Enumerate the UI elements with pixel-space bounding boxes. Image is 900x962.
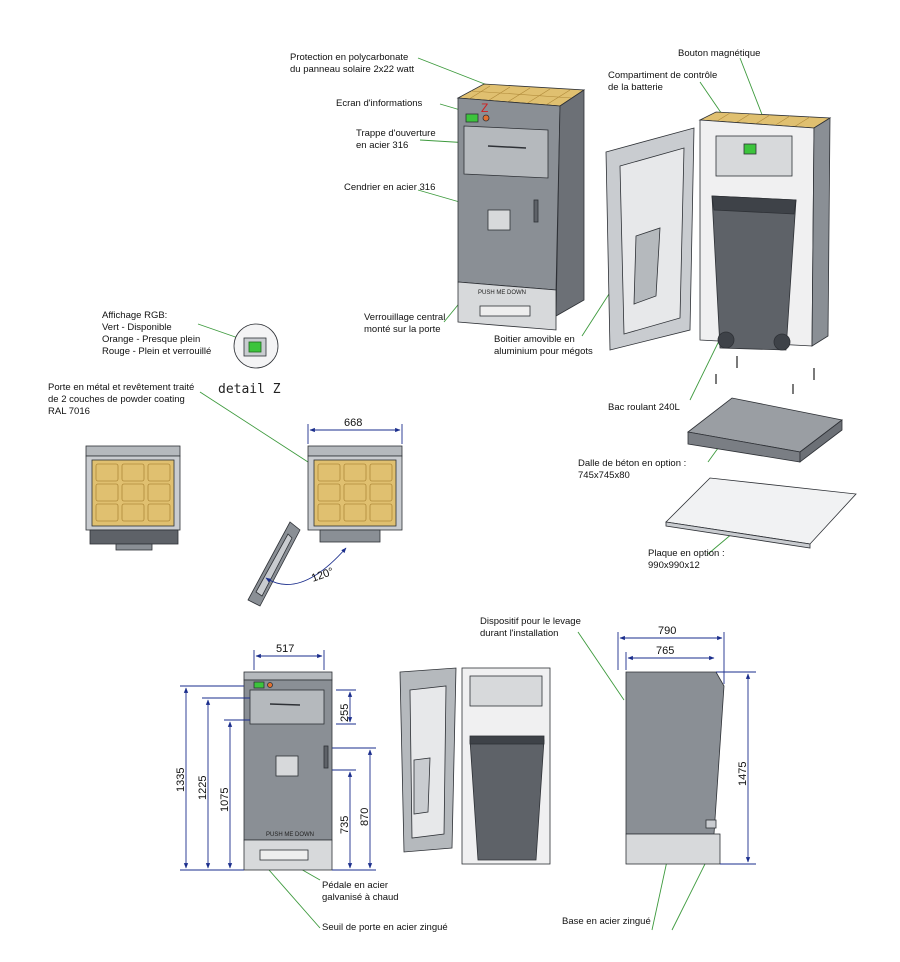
dim-side-w2-label: 765 <box>656 645 674 657</box>
label-dispositif-line: Dispositif pour le levage <box>480 616 581 627</box>
label-cendrier-line: Cendrier en acier 316 <box>344 182 436 193</box>
solar-cell <box>95 503 119 522</box>
solar-cell <box>369 483 393 502</box>
label-pedale-line: galvanisé à chaud <box>322 892 399 903</box>
label-affichage-line: Affichage RGB: <box>102 310 168 321</box>
solar-cell <box>95 463 119 482</box>
label-boitier-line: aluminium pour mégots <box>494 346 593 357</box>
solar-cell <box>147 483 171 502</box>
front-view <box>243 671 333 871</box>
label-bouton: Bouton magnétique <box>678 48 760 60</box>
label-affichage-line: Rouge - Plein et verrouillé <box>102 346 212 357</box>
label-cendrier: Cendrier en acier 316 <box>344 182 435 194</box>
solar-cell <box>317 503 341 522</box>
dim-front-h5-label: 870 <box>359 808 371 826</box>
label-protection-line: du panneau solaire 2x22 watt <box>290 64 415 75</box>
label-compartiment-line: de la batterie <box>608 82 663 93</box>
label-ecran-line: Ecran d'informations <box>336 98 423 109</box>
solar-cell <box>343 483 367 502</box>
solar-cell <box>369 463 393 482</box>
label-porte-line: Porte en métal et revêtement traité <box>48 382 195 393</box>
label-compartiment-line: Compartiment de contrôle <box>608 70 718 81</box>
label-protection-line: Protection en polycarbonate <box>290 52 409 63</box>
dim-front-h1-label: 1335 <box>175 768 187 792</box>
open-angle-label: 120° <box>310 566 335 585</box>
label-affichage-line: Vert - Disponible <box>102 322 172 333</box>
label-dalle: Dalle de béton en option :745x745x80 <box>578 458 686 482</box>
dim-front-width-label: 517 <box>276 643 294 655</box>
solar-cell <box>317 483 341 502</box>
unit-open-3d <box>605 111 832 351</box>
dim-top-width-label: 668 <box>344 417 362 429</box>
solar-grid-closed <box>95 463 171 522</box>
label-dalle-line: Dalle de béton en option : <box>578 458 687 469</box>
label-trappe-line: en acier 316 <box>356 140 409 151</box>
label-bouton-line: Bouton magnétique <box>678 48 761 59</box>
label-porte-line: RAL 7016 <box>48 406 90 417</box>
solar-cell <box>121 463 145 482</box>
label-plaque-line: Plaque en option : <box>648 548 725 559</box>
label-ecran: Ecran d'informations <box>336 98 422 110</box>
solar-cell <box>147 463 171 482</box>
base-plate <box>665 477 857 549</box>
label-bac-line: Bac roulant 240L <box>608 402 680 413</box>
dim-side-w1-label: 790 <box>658 625 676 637</box>
solar-cell <box>147 503 171 522</box>
front-label-closed: PUSH ME DOWN <box>478 290 526 296</box>
side-view <box>625 671 725 865</box>
front-dimensions <box>180 650 376 871</box>
label-pedale-line: Pédale en acier <box>322 880 389 891</box>
solar-cell <box>121 503 145 522</box>
detail-z-label: detail Z <box>218 382 281 397</box>
label-porte-line: de 2 couches de powder coating <box>48 394 185 405</box>
detail-z <box>233 323 279 369</box>
solar-grid-open <box>317 463 393 522</box>
label-base-line: Base en acier zingué <box>562 916 651 927</box>
unit-closed-3d <box>456 83 586 331</box>
concrete-slab <box>687 397 843 463</box>
label-verrouillage-line: monté sur la porte <box>364 324 441 335</box>
label-verrouillage-line: Verrouillage central <box>364 312 446 323</box>
open-front-view <box>399 667 551 865</box>
label-seuil-line: Seuil de porte en acier zingué <box>322 922 448 933</box>
label-plaque: Plaque en option :990x990x12 <box>648 548 725 572</box>
label-plaque-line: 990x990x12 <box>648 560 700 571</box>
label-seuil: Seuil de porte en acier zingué <box>322 922 448 934</box>
solar-cell <box>343 463 367 482</box>
label-bac: Bac roulant 240L <box>608 402 680 414</box>
dim-top-width <box>307 424 403 444</box>
label-dalle-line: 745x745x80 <box>578 470 630 481</box>
dim-front-h4-label: 735 <box>339 816 351 834</box>
solar-cell <box>369 503 393 522</box>
label-dispositif-line: durant l'installation <box>480 628 559 639</box>
z-marker: Z <box>481 101 488 115</box>
solar-cell <box>343 503 367 522</box>
dim-front-h2-label: 1225 <box>197 776 209 800</box>
front-label-front: PUSH ME DOWN <box>266 832 314 838</box>
solar-cell <box>317 463 341 482</box>
label-affichage-line: Orange - Presque plein <box>102 334 201 345</box>
anchor-bolts <box>715 356 815 394</box>
solar-cell <box>121 483 145 502</box>
dim-front-h3-label: 1075 <box>219 788 231 812</box>
label-base: Base en acier zingué <box>562 916 651 928</box>
dim-front-h6-label: 255 <box>339 704 351 722</box>
label-boitier-line: Boitier amovible en <box>494 334 575 345</box>
open-angle-arc <box>265 547 347 585</box>
solar-cell <box>95 483 119 502</box>
side-dimensions <box>617 632 756 865</box>
label-trappe-line: Trappe d'ouverture <box>356 128 436 139</box>
dim-side-h-label: 1475 <box>737 762 749 786</box>
